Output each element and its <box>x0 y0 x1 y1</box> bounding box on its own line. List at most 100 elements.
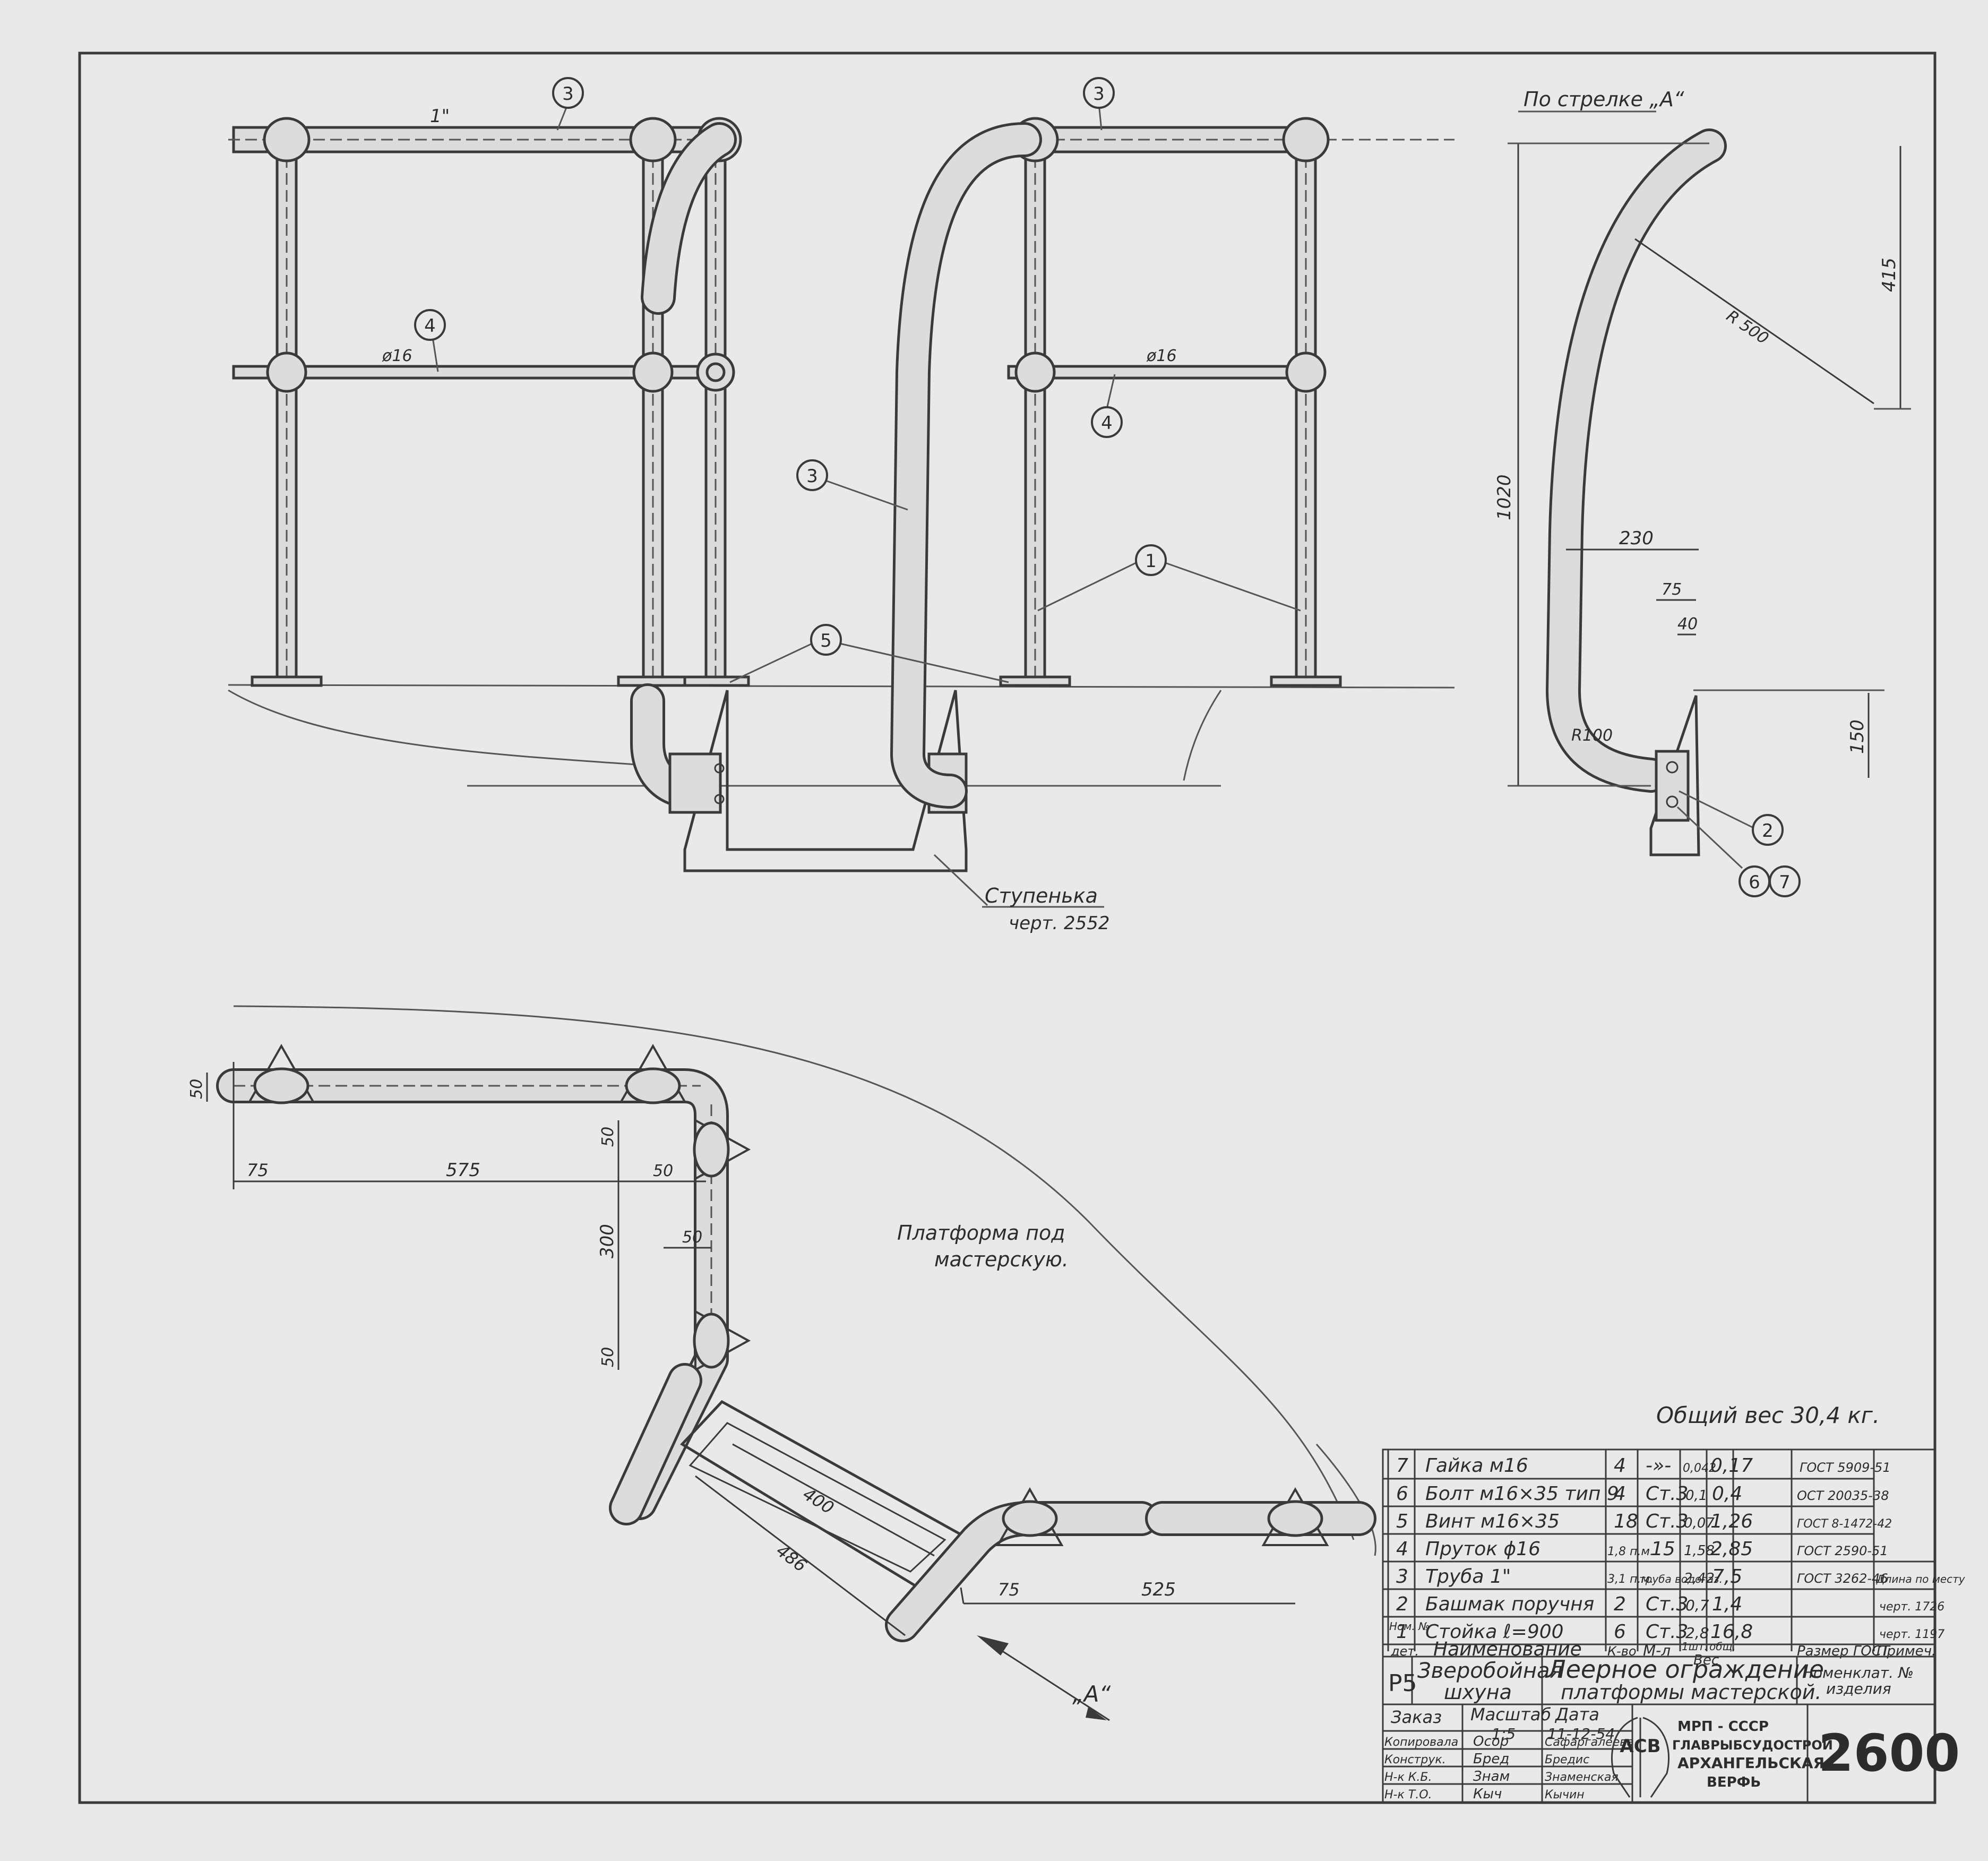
svg-text:4: 4 <box>1614 1455 1626 1477</box>
svg-text:Башмак поручня: Башмак поручня <box>1425 1593 1594 1615</box>
svg-text:Копировала: Копировала <box>1384 1736 1458 1749</box>
dim-plan-50-c: 50 <box>599 1127 617 1147</box>
svg-text:Стойка ℓ=900: Стойка ℓ=900 <box>1425 1621 1564 1643</box>
svg-text:АСВ: АСВ <box>1620 1736 1660 1757</box>
svg-text:15: 15 <box>1651 1538 1675 1560</box>
svg-text:1,26: 1,26 <box>1710 1511 1753 1532</box>
svg-text:Осор: Осор <box>1473 1734 1509 1749</box>
dim-rod-dia-right: ø16 <box>1146 347 1177 365</box>
dim-1020: 1020 <box>1494 474 1515 520</box>
dim-plan-300: 300 <box>597 1224 618 1258</box>
title-vessel-line2: шхуна <box>1444 1680 1512 1704</box>
balloon-3-c: 3 <box>796 459 908 511</box>
balloon-1: 1 <box>1037 544 1301 612</box>
svg-text:Знаменская: Знаменская <box>1545 1771 1619 1784</box>
roles-row-constr: Конструк. Бред Бредис <box>1384 1751 1589 1767</box>
svg-text:1,4: 1,4 <box>1712 1593 1742 1615</box>
svg-text:5: 5 <box>820 630 832 651</box>
svg-text:черт. 1726: черт. 1726 <box>1879 1600 1944 1614</box>
svg-text:2,85: 2,85 <box>1710 1538 1753 1560</box>
svg-text:черт. 1197: черт. 1197 <box>1879 1628 1944 1641</box>
front-elevation-right <box>890 117 1455 809</box>
platform-label-line2: мастерскую. <box>934 1248 1069 1271</box>
dim-plan-50-left: 50 <box>187 1079 206 1099</box>
svg-text:3: 3 <box>562 83 574 105</box>
bom-row-4: 4 Пруток ϕ16 1,8 п.м. 15 1,58 2,85 ГОСТ … <box>1396 1538 1888 1560</box>
svg-text:ГОСТ 5909-51: ГОСТ 5909-51 <box>1800 1460 1891 1475</box>
dim-rod-dia-left: ø16 <box>382 347 412 365</box>
balloon-4-a: 4 <box>414 309 446 372</box>
svg-text:труба водогаз.: труба водогаз. <box>1639 1573 1723 1585</box>
dim-75: 75 <box>1662 580 1682 599</box>
date-label: Дата <box>1554 1704 1599 1725</box>
svg-text:0,1: 0,1 <box>1685 1488 1707 1504</box>
svg-text:2,8: 2,8 <box>1685 1624 1709 1642</box>
bom-row-2: 2 Башмак поручня 2 Ст.3 0,7 1,4 черт. 17… <box>1396 1593 1944 1615</box>
svg-text:18: 18 <box>1614 1511 1638 1532</box>
svg-text:7: 7 <box>1396 1455 1408 1477</box>
svg-text:Бред: Бред <box>1473 1751 1509 1767</box>
dim-plan-50-d: 50 <box>682 1228 702 1247</box>
svg-text:2: 2 <box>1614 1593 1626 1615</box>
date-value: 11-12-54 <box>1547 1725 1615 1743</box>
bom-row-3: 3 Труба 1" 3,1 п.м. труба водогаз. 2,42 … <box>1396 1566 1966 1588</box>
dim-plan-575: 575 <box>446 1160 480 1181</box>
title-line2: платформы мастерской. <box>1561 1680 1822 1704</box>
title-block <box>1382 1656 1936 1804</box>
org-line3: АРХАНГЕЛЬСКАЯ <box>1677 1754 1825 1772</box>
bom-row-7: 7 Гайка м16 4 -»- 0,042 0,17 ГОСТ 5909-5… <box>1396 1455 1891 1477</box>
scale-value: 1:5 <box>1492 1725 1516 1743</box>
bill-of-materials <box>1382 1448 1936 1658</box>
svg-text:3: 3 <box>1396 1566 1408 1588</box>
svg-text:общ.: общ. <box>1709 1640 1736 1653</box>
svg-text:Ном. №: Ном. № <box>1389 1620 1430 1633</box>
dim-230: 230 <box>1619 528 1654 549</box>
balloon-3-a: 3 <box>552 77 584 131</box>
view-arrow-a: „А“ <box>977 1635 1111 1721</box>
svg-text:Длина по месту: Длина по месту <box>1876 1573 1966 1585</box>
svg-text:1: 1 <box>1145 551 1157 572</box>
dim-plan-75-a: 75 <box>247 1160 269 1180</box>
svg-text:3,1 п.м.: 3,1 п.м. <box>1607 1573 1654 1586</box>
svg-text:6: 6 <box>1396 1483 1408 1505</box>
dim-pipe-size: 1" <box>430 106 450 127</box>
svg-text:Сафаргалеева: Сафаргалеева <box>1545 1736 1634 1749</box>
svg-text:0,17: 0,17 <box>1710 1455 1753 1477</box>
title-code: Р5 <box>1388 1670 1417 1697</box>
svg-text:Ст.3: Ст.3 <box>1646 1511 1688 1532</box>
roles-row-to: Н-к Т.О. Кыч Кычин <box>1384 1786 1585 1802</box>
scale-label: Масштаб <box>1470 1704 1551 1725</box>
svg-text:2,42: 2,42 <box>1684 1571 1715 1586</box>
svg-text:ГОСТ 3262-46: ГОСТ 3262-46 <box>1797 1571 1888 1586</box>
svg-text:2: 2 <box>1396 1593 1408 1615</box>
dim-40: 40 <box>1677 615 1698 633</box>
bom-row-1: 1 Стойка ℓ=900 6 Ст.3 2,8 16,8 черт. 119… <box>1396 1621 1944 1643</box>
svg-text:Труба 1": Труба 1" <box>1425 1566 1511 1588</box>
svg-text:1,58: 1,58 <box>1684 1543 1715 1559</box>
svg-text:Ступенька: Ступенька <box>985 884 1098 907</box>
svg-text:0,07: 0,07 <box>1684 1515 1715 1531</box>
svg-text:1,8 п.м.: 1,8 п.м. <box>1607 1545 1654 1558</box>
view-a-label: По стрелке „А“ <box>1524 88 1684 111</box>
svg-text:Конструк.: Конструк. <box>1384 1753 1446 1766</box>
svg-text:ГОСТ 8-1472-42: ГОСТ 8-1472-42 <box>1797 1517 1892 1531</box>
svg-text:-»-: -»- <box>1646 1455 1671 1477</box>
svg-text:черт. 2552: черт. 2552 <box>1009 913 1110 934</box>
order-label: Заказ <box>1391 1707 1442 1727</box>
dim-r100: R100 <box>1571 726 1613 745</box>
dim-plan-75-b: 75 <box>998 1580 1020 1600</box>
svg-text:6: 6 <box>1749 872 1760 893</box>
svg-text:ГОСТ 2590-51: ГОСТ 2590-51 <box>1797 1543 1888 1558</box>
svg-text:1: 1 <box>1396 1621 1408 1643</box>
svg-text:„А“: „А“ <box>1072 1681 1111 1707</box>
svg-text:Ст.3: Ст.3 <box>1646 1593 1688 1615</box>
dim-plan-400: 400 <box>799 1484 838 1519</box>
bom-row-6: 6 Болт м16×35 тип 9 4 Ст.3 0,1 0,4 ОСТ 2… <box>1396 1483 1889 1505</box>
svg-text:7: 7 <box>1779 872 1791 893</box>
svg-text:Знам: Знам <box>1473 1769 1510 1785</box>
balloon-3-b: 3 <box>1083 77 1115 131</box>
sheet-number: 2600 <box>1818 1723 1960 1783</box>
svg-text:4: 4 <box>424 315 436 337</box>
svg-text:Кычин: Кычин <box>1545 1788 1585 1802</box>
